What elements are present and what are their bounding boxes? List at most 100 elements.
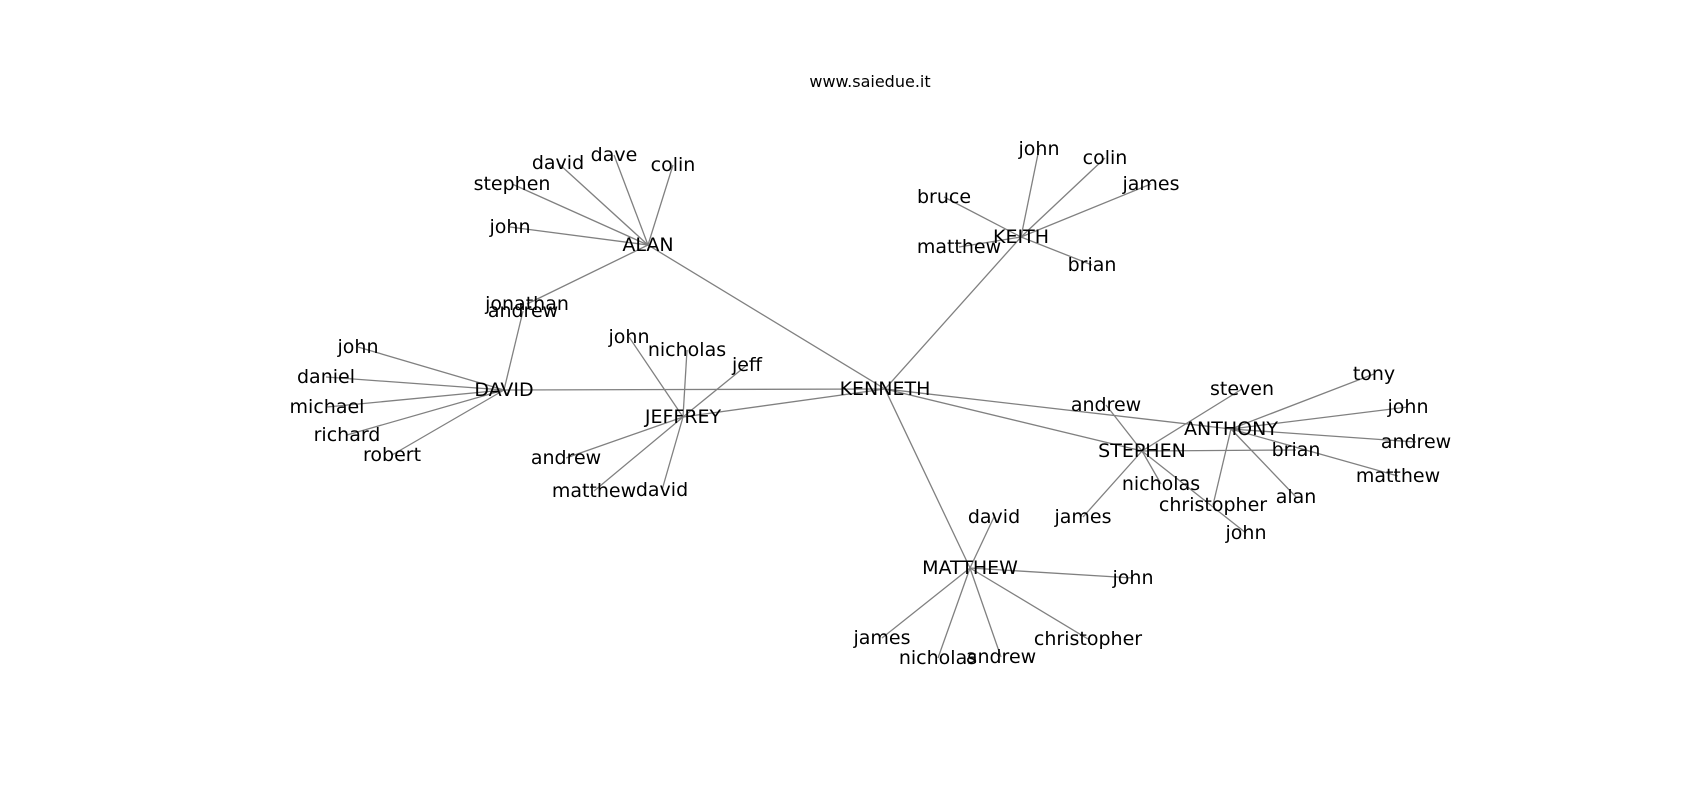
node-label-keith: KEITH (993, 226, 1049, 248)
edge-keith-keith_john (1020, 148, 1040, 238)
node-label-keith-brian: brian (1068, 254, 1117, 276)
node-label-david-c: DAVID (474, 379, 533, 401)
edge-david_c-david_robert (391, 389, 505, 456)
edge-matthew_c-matthew_andrew (969, 567, 1002, 658)
edge-david_c-david_michael (326, 389, 505, 408)
node-label-alan-colin: colin (651, 154, 696, 176)
node-label-stephen-brian: brian (1272, 439, 1321, 461)
node-label-stephen-nicholas: nicholas (1122, 473, 1200, 495)
node-label-keith-colin: colin (1083, 147, 1128, 169)
node-label-alan: ALAN (622, 234, 673, 256)
edge-stephen_c-stephen_james (1082, 450, 1143, 518)
edge-kenneth-stephen_c (884, 388, 1143, 452)
node-label-alan-stephen: stephen (474, 173, 551, 195)
edge-kenneth-anthony (884, 388, 1232, 430)
node-label-jeffrey-matthew: matthew (552, 480, 636, 502)
node-label-alan-dave: dave (591, 144, 638, 166)
node-label-matthew-nicholas: nicholas (899, 647, 977, 669)
edge-anthony-anthony_tony (1230, 373, 1375, 430)
node-label-matthew-john: john (1112, 567, 1154, 589)
edge-david_c-david_richard (346, 389, 505, 436)
node-label-keith-bruce: bruce (917, 186, 971, 208)
edge-anthony-anthony_alan (1230, 428, 1297, 498)
edge-keith-keith_matthew (958, 236, 1022, 248)
node-label-david-john: john (337, 336, 379, 358)
edge-kenneth-keith (884, 236, 1022, 390)
edge-david_c-david_andrew (503, 310, 524, 391)
edge-alan-alan_colin (647, 164, 674, 246)
edge-matthew_c-matthew_christopher (969, 567, 1089, 640)
node-label-keith-matthew: matthew (917, 236, 1001, 258)
edge-keith-keith_brian (1020, 236, 1093, 266)
edge-anthony-anthony_andrew (1230, 428, 1417, 443)
node-label-stephen-james: james (1053, 506, 1111, 528)
node-label-jeffrey-nicholas: nicholas (648, 339, 726, 361)
edge-alan-alan_david (557, 162, 649, 246)
edge-jeffrey-jeffrey_david (661, 416, 684, 491)
edge-stephen_c-stephen_nicholas (1141, 450, 1162, 485)
node-label-david-richard: richard (314, 424, 381, 446)
node-layer: KENNETH ALAN KEITH DAVID JEFFREY STEPHENANTHO… (290, 138, 1452, 669)
node-label-alan-david: david (532, 152, 584, 174)
node-label-stephen-andrew: andrew (1071, 394, 1141, 416)
edge-kenneth-matthew_c (884, 388, 971, 569)
node-label-alan-jonathan: jonathan (484, 293, 569, 315)
edge-kenneth-jeffrey (682, 388, 886, 418)
edge-matthew_c-matthew_john (969, 567, 1134, 579)
edge-jeffrey-jeffrey_nicholas (682, 349, 688, 418)
edge-stephen_c-stephen_john (1141, 450, 1247, 534)
edge-david_c-david_john (357, 346, 505, 391)
edge-alan-alan_stephen (511, 183, 649, 246)
node-label-anthony-matthew: matthew (1356, 465, 1440, 487)
node-label-jeffrey-david: david (636, 479, 688, 501)
node-label-jeffrey-john: john (608, 326, 650, 348)
edge-keith-keith_colin (1020, 157, 1106, 238)
edge-kenneth-alan (647, 244, 886, 390)
node-label-anthony-christopher: christopher (1159, 494, 1267, 516)
edge-david_c-david_daniel (325, 376, 505, 391)
node-label-stephen-john: john (1225, 522, 1267, 544)
edge-anthony-anthony_john (1230, 406, 1409, 430)
node-label-stephen-steven: steven (1210, 378, 1274, 400)
edge-jeffrey-jeffrey_andrew (565, 416, 684, 459)
node-label-keith-john: john (1018, 138, 1060, 160)
node-label-david-andrew: andrew (488, 300, 558, 322)
edge-matthew_c-matthew_nicholas (937, 567, 971, 659)
node-label-david-daniel: daniel (297, 366, 355, 388)
node-label-jeffrey-jeff: jeff (731, 354, 763, 376)
edge-matthew_c-matthew_david (969, 516, 995, 569)
node-label-stephen-c: STEPHEN (1098, 440, 1186, 462)
node-label-keith-james: james (1121, 173, 1179, 195)
edge-jeffrey-jeffrey_john (628, 336, 684, 418)
node-label-matthew-james: james (852, 627, 910, 649)
node-label-matthew-david: david (968, 506, 1020, 528)
edge-alan-alan_jonathan (526, 244, 649, 305)
edge-anthony-anthony_matthew (1230, 428, 1399, 477)
edge-stephen_c-stephen_andrew (1105, 404, 1143, 452)
edge-matthew_c-matthew_james (881, 567, 971, 639)
node-label-matthew-christopher: christopher (1034, 628, 1142, 650)
node-label-kenneth: KENNETH (840, 378, 931, 400)
edge-stephen_c-stephen_steven (1141, 388, 1243, 452)
node-label-anthony: ANTHONY (1184, 418, 1278, 440)
edge-keith-keith_bruce (943, 196, 1022, 238)
edge-anthony-anthony_christopher (1212, 428, 1232, 506)
node-label-jeffrey-andrew: andrew (531, 447, 601, 469)
node-label-jeffrey: JEFFREY (644, 406, 722, 428)
node-label-david-michael: michael (290, 396, 365, 418)
edge-kenneth-david_c (503, 388, 886, 391)
node-label-matthew-c: MATTHEW (922, 557, 1018, 579)
edge-alan-alan_dave (613, 154, 649, 246)
node-label-alan-john: john (489, 216, 531, 238)
edge-stephen_c-stephen_brian (1141, 449, 1297, 452)
edge-jeffrey-jeffrey_jeff (682, 364, 748, 418)
node-label-anthony-tony: tony (1353, 363, 1395, 385)
edge-keith-keith_james (1020, 183, 1152, 238)
node-label-anthony-andrew: andrew (1381, 431, 1451, 453)
node-label-matthew-andrew: andrew (966, 646, 1036, 668)
graph-title: www.saiedue.it (809, 72, 930, 91)
node-label-anthony-john: john (1387, 396, 1429, 418)
edge-layer (325, 148, 1417, 659)
node-label-david-robert: robert (363, 444, 421, 466)
